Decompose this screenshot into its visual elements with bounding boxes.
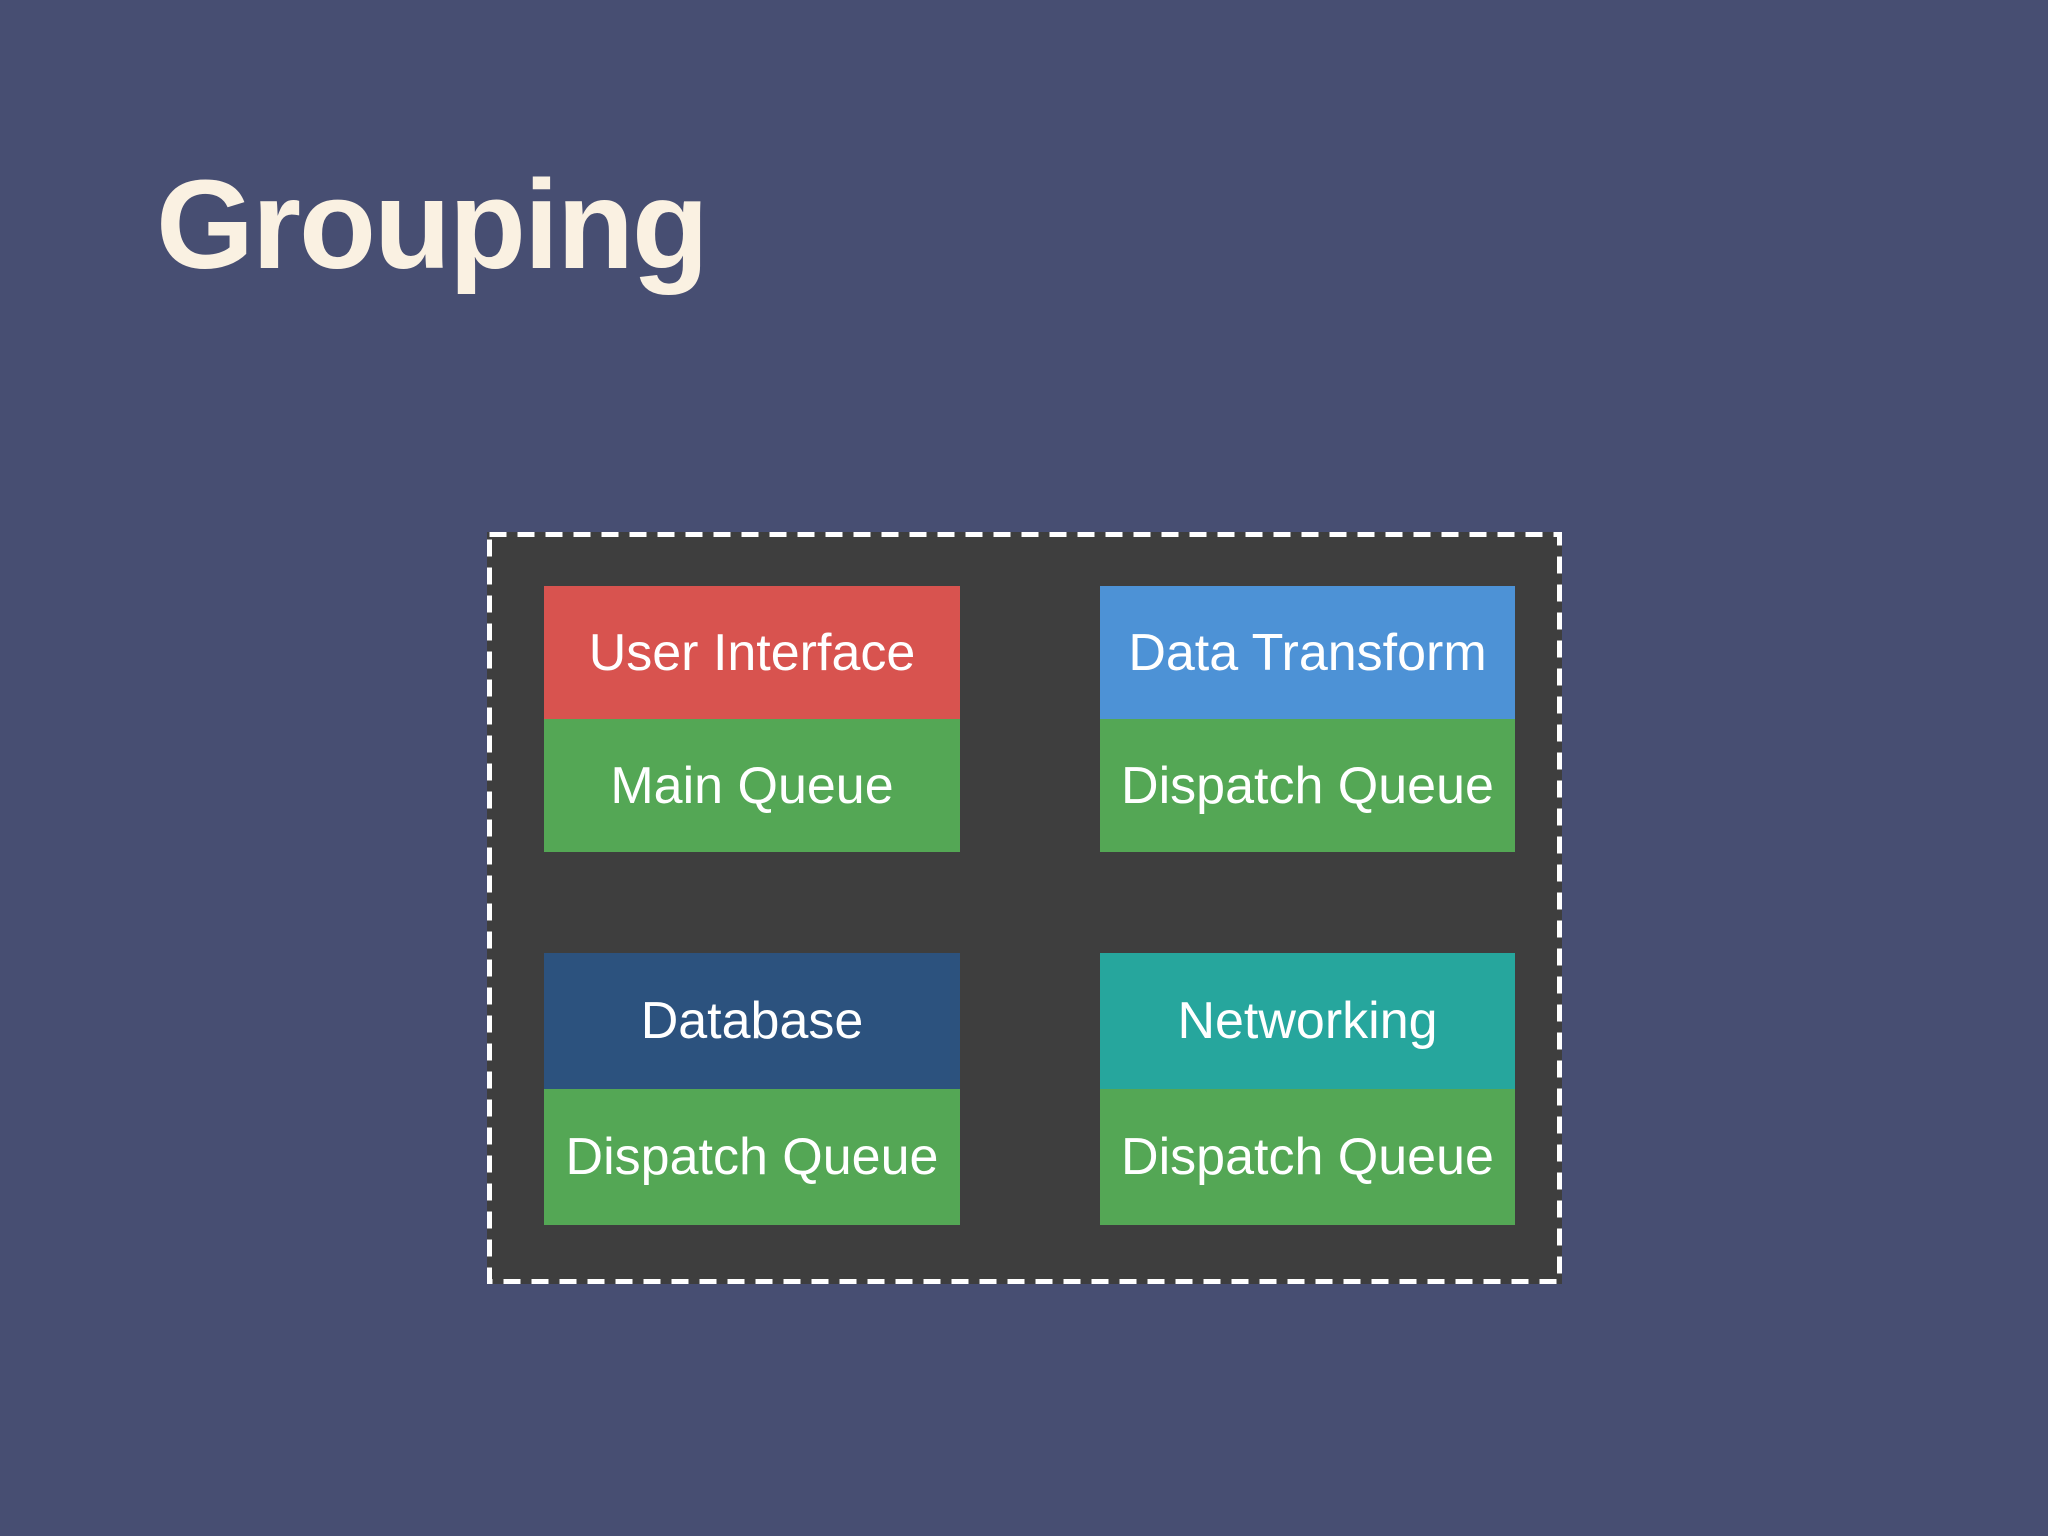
component-box-networking: Networking — [1100, 953, 1515, 1089]
group-user-interface: User Interface Main Queue — [544, 586, 960, 852]
dashed-border — [487, 532, 1562, 1284]
component-box-data-transform: Data Transform — [1100, 586, 1515, 719]
group-grid: User Interface Main Queue Data Transform… — [487, 532, 1562, 1284]
group-networking: Networking Dispatch Queue — [1100, 953, 1515, 1225]
grouping-diagram: User Interface Main Queue Data Transform… — [487, 532, 1562, 1284]
component-box-user-interface: User Interface — [544, 586, 960, 719]
queue-box-dispatch-queue-1: Dispatch Queue — [1100, 719, 1515, 852]
dashed-border-rect — [487, 532, 1562, 1284]
group-database: Database Dispatch Queue — [544, 953, 960, 1225]
group-data-transform: Data Transform Dispatch Queue — [1100, 586, 1515, 852]
queue-box-dispatch-queue-2: Dispatch Queue — [544, 1089, 960, 1225]
component-box-database: Database — [544, 953, 960, 1089]
slide-title: Grouping — [156, 154, 709, 295]
queue-box-dispatch-queue-3: Dispatch Queue — [1100, 1089, 1515, 1225]
queue-box-main-queue: Main Queue — [544, 719, 960, 852]
